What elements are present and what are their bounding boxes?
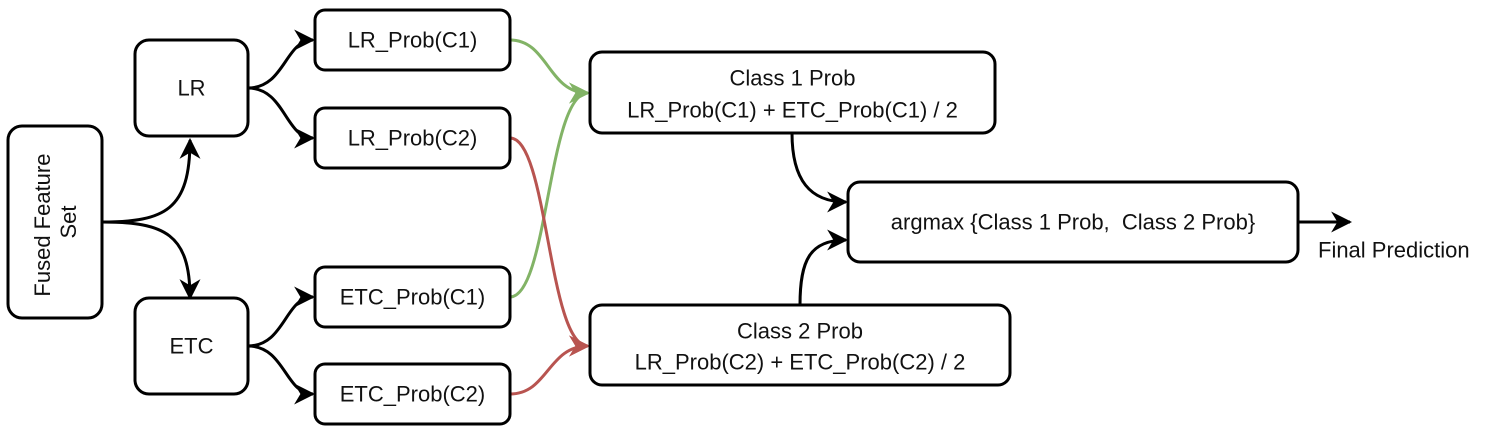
node-etc-prob-c1: ETC_Prob(C1) xyxy=(313,265,512,329)
etc-prob-c1-label: ETC_Prob(C1) xyxy=(340,285,485,310)
node-etc-prob-c2: ETC_Prob(C2) xyxy=(313,362,512,426)
node-class1-prob: Class 1 Prob LR_Prob(C1) + ETC_Prob(C1) … xyxy=(588,50,997,135)
final-prediction-label: Final Prediction xyxy=(1318,238,1470,263)
node-etc: ETC xyxy=(133,296,250,396)
node-fused-feature-set: Fused Feature Set xyxy=(6,124,104,320)
class1-formula: LR_Prob(C1) + ETC_Prob(C1) / 2 xyxy=(627,98,958,123)
edge-etc-to-etc-c2 xyxy=(247,344,316,405)
argmax-label: argmax {Class 1 Prob, Class 2 Prob} xyxy=(891,210,1255,235)
edge-lr-c1-to-class1 xyxy=(509,38,591,104)
edge-class2-to-argmax xyxy=(798,229,849,306)
node-lr-prob-c1: LR_Prob(C1) xyxy=(313,8,512,72)
edge-lr-c2-to-class2 xyxy=(509,136,591,357)
edge-class1-to-argmax xyxy=(790,132,849,213)
edge-etc-c1-to-class1 xyxy=(509,82,591,299)
class2-formula: LR_Prob(C2) + ETC_Prob(C2) / 2 xyxy=(635,350,966,375)
node-lr-prob-c2: LR_Prob(C2) xyxy=(313,106,512,170)
fused-feature-set-label: Fused Feature Set xyxy=(30,147,81,296)
edge-etc-c2-to-class2 xyxy=(509,335,591,396)
etc-label: ETC xyxy=(170,334,214,359)
node-lr: LR xyxy=(133,38,250,138)
node-class2-prob: Class 2 Prob LR_Prob(C2) + ETC_Prob(C2) … xyxy=(588,303,1012,387)
edge-fused-to-etc xyxy=(101,220,201,301)
edge-lr-to-lr-c2 xyxy=(247,86,316,149)
edge-etc-to-etc-c1 xyxy=(247,286,316,348)
lr-prob-c2-label: LR_Prob(C2) xyxy=(348,126,478,151)
etc-prob-c2-label: ETC_Prob(C2) xyxy=(340,382,485,407)
class2-title: Class 2 Prob xyxy=(737,319,863,344)
edge-lr-to-lr-c1 xyxy=(247,29,316,90)
node-argmax: argmax {Class 1 Prob, Class 2 Prob} xyxy=(846,180,1300,264)
lr-prob-c1-label: LR_Prob(C1) xyxy=(348,28,478,53)
class1-title: Class 1 Prob xyxy=(730,66,856,91)
lr-label: LR xyxy=(177,76,205,101)
edge-fused-to-lr xyxy=(101,137,201,224)
